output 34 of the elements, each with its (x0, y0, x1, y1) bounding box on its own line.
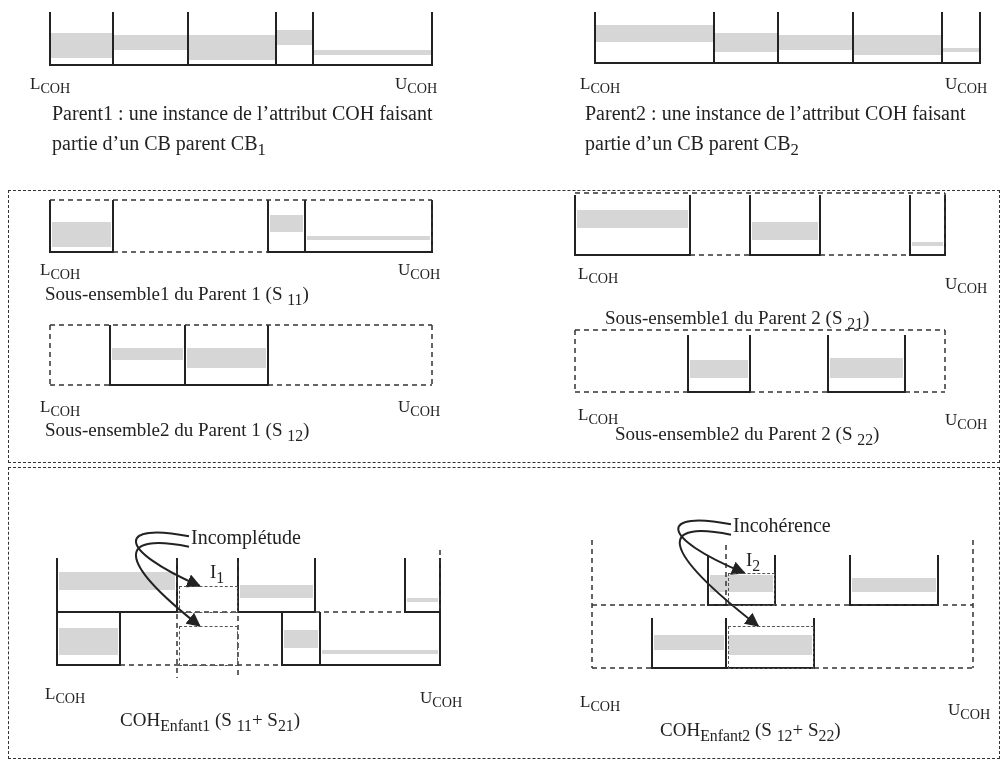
curved-arrow (134, 531, 201, 587)
bound-label: L$_{COH}$ (580, 73, 621, 99)
bound-label: L$_{COH}$ (45, 683, 86, 709)
index-label: I$_{1}$ (210, 560, 225, 588)
bound-label: L$_{COH}$ (580, 691, 621, 717)
caption: Parent2 : une instance de l’attribut COH faisant partie d’un CB parent CB$_{2}$ (585, 101, 967, 161)
bound-label: U$_{COH}$ (945, 73, 988, 99)
annotation-label: Incomplétude (191, 526, 301, 549)
bound-label: L$_{COH}$ (30, 73, 71, 99)
gap-region (179, 586, 238, 613)
bound-label: U$_{COH}$ (948, 699, 991, 725)
dashed-panel (8, 190, 1000, 463)
bound-label: U$_{COH}$ (945, 409, 988, 435)
bound-label: L$_{COH}$ (578, 263, 619, 289)
bound-label: U$_{COH}$ (398, 259, 441, 285)
bound-label: U$_{COH}$ (945, 273, 988, 299)
caption: Sous-ensemble1 du Parent 1 (S $_{11}$) (45, 282, 309, 310)
caption: COH$_{Enfant1}$ (S $_{11}$+ S$_{21}$) (120, 708, 301, 736)
bound-label: U$_{COH}$ (395, 73, 438, 99)
curved-arrow (134, 542, 201, 627)
bound-label: U$_{COH}$ (398, 396, 441, 422)
bound-label: L$_{COH}$ (40, 259, 81, 285)
caption: Sous-ensemble1 du Parent 2 (S $_{21}$) (605, 306, 870, 334)
gap-region (728, 573, 775, 606)
gap-region (728, 626, 814, 669)
gap-region (179, 626, 238, 666)
caption: Parent1 : une instance de l’attribut COH faisant partie d’un CB parent CB$_{1}$ (52, 101, 434, 161)
index-label: I$_{2}$ (746, 548, 761, 576)
curved-arrow (679, 530, 760, 627)
dashed-panel (8, 467, 1000, 759)
annotation-label: Incohérence (733, 514, 831, 537)
curved-arrow (677, 519, 746, 575)
caption: COH$_{Enfant2}$ (S $_{12}$+ S$_{22}$) (660, 718, 841, 746)
bound-label: U$_{COH}$ (420, 687, 463, 713)
